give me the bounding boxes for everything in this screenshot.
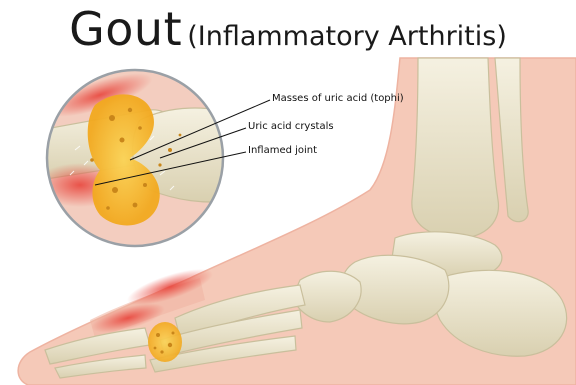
label-crystals: Uric acid crystals	[248, 121, 334, 132]
label-tophi: Masses of uric acid (tophi)	[272, 93, 404, 104]
toe-tophi	[148, 322, 182, 362]
tibia-bone	[412, 58, 499, 238]
label-inflamed: Inflamed joint	[248, 145, 317, 156]
